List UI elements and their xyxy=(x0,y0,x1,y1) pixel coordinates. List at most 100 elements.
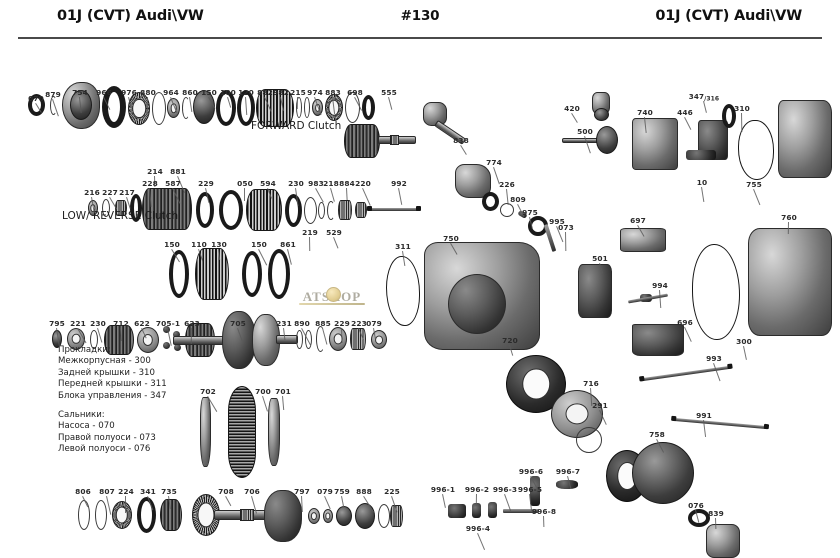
part-callout-230: 230 xyxy=(288,179,304,188)
part-callout-150: 150 xyxy=(164,240,180,249)
header-right-title: 01J (CVT) Audi\VW xyxy=(655,8,802,24)
legend-gasket-item-0: Межкорпусная - 300 xyxy=(58,356,151,367)
legend-gasket-item-1: Задней крышки - 310 xyxy=(58,367,155,378)
part-callout-882: 882 xyxy=(257,88,273,97)
part-callout-224: 224 xyxy=(118,487,134,496)
part-890-ring xyxy=(305,330,312,349)
part-callout-110: 110 xyxy=(191,240,207,249)
part-callout-996-3: 996-3 xyxy=(492,485,518,494)
part-880-ring xyxy=(152,92,166,125)
part-callout-759: 759 xyxy=(334,487,350,496)
part-310-rear-cover-gasket xyxy=(738,120,774,180)
part-311-front-cover-gasket xyxy=(386,256,420,326)
part-callout-809: 809 xyxy=(510,195,526,204)
part-callout-700: 700 xyxy=(255,387,271,396)
part-888-cover xyxy=(355,503,375,529)
part-callout-501: 501 xyxy=(592,254,608,263)
part-callout-860: 860 xyxy=(182,88,198,97)
part-callout-983: 983 xyxy=(308,179,324,188)
part-698-ring xyxy=(362,95,375,120)
part-callout-807: 807 xyxy=(99,487,115,496)
part-callout-706: 706 xyxy=(244,487,260,496)
part-879-snapring xyxy=(50,96,57,115)
part-callout-217: 217 xyxy=(119,188,135,197)
part-callout-697: 697 xyxy=(630,216,646,225)
part-callout-219: 219 xyxy=(302,228,318,237)
part-555-forward-drum xyxy=(344,124,380,158)
part-706-secondary-pulley xyxy=(264,490,302,542)
part-702-chain-guide xyxy=(200,397,211,467)
part-callout-754: 754 xyxy=(72,88,88,97)
legend-seals-heading: Сальники: xyxy=(58,410,105,421)
part-callout-760: 760 xyxy=(781,213,797,222)
part-callout-225: 225 xyxy=(384,487,400,496)
leader-line-347-316 xyxy=(703,101,707,113)
leader-line-219 xyxy=(309,237,311,252)
part-callout-720: 720 xyxy=(502,336,518,345)
part-callout-341: 341 xyxy=(140,487,156,496)
part-callout-300: 300 xyxy=(736,337,752,346)
leader-line-797 xyxy=(301,496,303,513)
part-705-1-planet-gear-b xyxy=(173,331,180,338)
part-705-1-planet-gear-d xyxy=(174,344,181,351)
part-callout-291: 291 xyxy=(592,401,608,410)
leader-line-10 xyxy=(701,187,705,202)
part-callout-705: 705 xyxy=(230,319,246,328)
part-callout-996-4: 996-4 xyxy=(465,524,491,533)
part-callout-755: 755 xyxy=(746,180,762,189)
leader-line-079 xyxy=(324,496,331,510)
part-callout-229: 229 xyxy=(334,319,350,328)
part-callout-218: 218 xyxy=(323,179,339,188)
part-callout-993: 993 xyxy=(706,354,722,363)
part-225-spline xyxy=(390,505,403,527)
part-callout-885: 885 xyxy=(315,319,331,328)
part-754-pump-rotor xyxy=(70,90,92,120)
part-807-ring xyxy=(95,500,107,530)
part-callout-966: 966 xyxy=(96,88,112,97)
leader-line-218 xyxy=(330,188,335,202)
part-708-shaft-spline xyxy=(240,509,254,521)
page-number: #130 xyxy=(400,8,440,24)
part-callout-996-7: 996-7 xyxy=(555,467,581,476)
part-079-seal-b xyxy=(323,509,333,523)
part-callout-100: 100 xyxy=(220,88,236,97)
part-230-ring xyxy=(285,194,302,227)
header-divider xyxy=(18,37,822,39)
part-224-gear xyxy=(112,501,132,529)
part-callout-070: 070 xyxy=(28,94,44,103)
part-callout-311: 311 xyxy=(395,242,411,251)
part-callout-996-2: 996-2 xyxy=(464,485,490,494)
part-150b-ring-lr xyxy=(242,251,262,297)
watermark-coin-icon xyxy=(326,287,341,302)
part-996-1-valve-body-plate xyxy=(448,504,466,518)
part-226-bearing-race xyxy=(482,192,499,211)
part-884-snapring xyxy=(327,201,335,220)
part-callout-740: 740 xyxy=(637,108,653,117)
part-callout-220: 220 xyxy=(355,179,371,188)
part-callout-992: 992 xyxy=(391,179,407,188)
legend-gasket-item-3: Блока управления - 347 xyxy=(58,390,167,401)
part-callout-696: 696 xyxy=(677,318,693,327)
legend-seal-item-0: Насоса - 070 xyxy=(58,421,115,432)
part-callout-215: 215 xyxy=(290,88,306,97)
part-callout-708: 708 xyxy=(218,487,234,496)
leader-line-215 xyxy=(296,96,298,109)
part-callout-838: 838 xyxy=(453,136,469,145)
part-697-oil-pump xyxy=(620,228,666,252)
part-callout-223: 223 xyxy=(351,319,367,328)
leader-line-993 xyxy=(713,363,721,382)
leader-line-420 xyxy=(571,113,578,123)
legend-seal-item-1: Правой полуоси - 073 xyxy=(58,432,156,443)
part-callout-702: 702 xyxy=(200,387,216,396)
part-callout-221: 221 xyxy=(70,319,86,328)
leader-line-700 xyxy=(262,396,268,412)
part-225-ring xyxy=(378,504,390,528)
part-callout-214: 214 xyxy=(147,167,163,176)
part-587-reverse-drum xyxy=(142,188,192,230)
leader-line-755 xyxy=(753,189,761,206)
part-callout-839: 839 xyxy=(708,509,724,518)
part-callout-555: 555 xyxy=(381,88,397,97)
leader-line-073 xyxy=(565,232,567,252)
leader-line-050 xyxy=(244,188,245,201)
part-callout-996-5: 996-5 xyxy=(517,485,543,494)
